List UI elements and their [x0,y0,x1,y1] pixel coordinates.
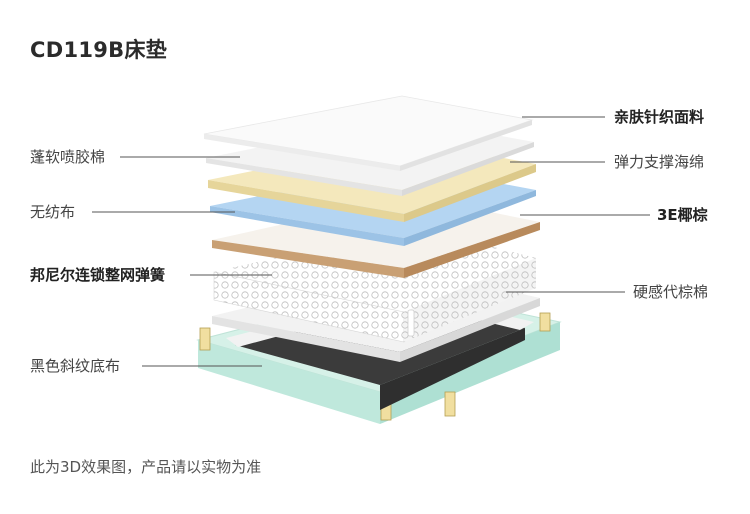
label-non-woven: 无纺布 [30,203,76,221]
label-top-fabric: 亲肤针织面料 [614,108,705,126]
label-coir-3e: 3E椰棕 [657,206,708,224]
top-fabric-layer [203,95,534,171]
label-spray-glue-cotton: 蓬软喷胶棉 [30,148,106,166]
disclaimer-footer: 此为3D效果图，产品请以实物为准 [30,458,262,476]
page-title: CD119B床垫 [30,38,168,62]
label-bottom-fabric: 黑色斜纹底布 [30,357,121,375]
label-elastic-sponge: 弹力支撑海绵 [614,153,705,171]
label-hard-palm: 硬感代棕棉 [633,283,709,301]
label-spring: 邦尼尔连锁整网弹簧 [30,266,166,284]
